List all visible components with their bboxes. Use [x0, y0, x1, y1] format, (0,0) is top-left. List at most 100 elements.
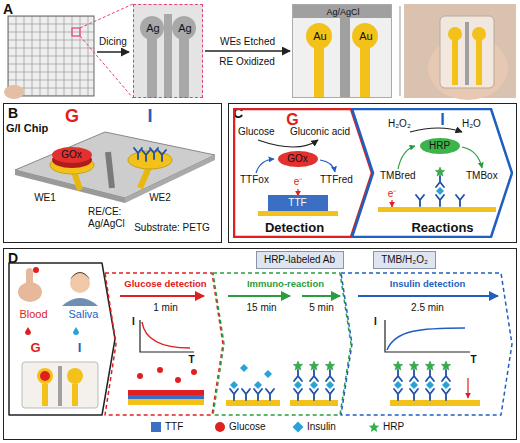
node-text: 15 min [246, 302, 276, 314]
legend-text: TTF [165, 421, 183, 433]
node-text: G [286, 110, 298, 129]
legend-entry: Glucose [214, 421, 266, 433]
node-text: Au [313, 30, 326, 43]
node-text: I [78, 340, 82, 356]
node-text: 1 min [153, 302, 177, 314]
part-label: WE1 [34, 192, 56, 204]
node-text: Ag [146, 22, 159, 35]
species-label: TTFred [320, 174, 353, 186]
step-label: WEs Etched [218, 36, 277, 48]
mediator-layer: TTF [268, 195, 328, 211]
node-text: Ag/AgCl [326, 7, 359, 18]
step-box: Insulin detection 2.5 minI T [340, 272, 513, 416]
chip-drawing: Ag Ag [133, 4, 203, 98]
step-box: Glucose detection1 minIT [104, 272, 224, 416]
sample-icons [18, 267, 98, 408]
enzyme-ellipse: HRP [420, 138, 460, 154]
species-label: H₂O₂ [388, 118, 411, 130]
electron-label: e⁻ [294, 176, 303, 188]
electrode-letter: I [147, 106, 152, 128]
arrow-outline [340, 272, 513, 416]
node-text: B [8, 105, 18, 122]
node-text: I [440, 110, 444, 129]
node-text: HRP-labeled Ab [264, 254, 335, 266]
arrow-outline [212, 272, 352, 416]
arrow-outline-path [213, 273, 351, 415]
immuno-step-drawing [226, 361, 338, 406]
node-text: GOx [61, 149, 82, 161]
enzyme-layer: GOx [52, 147, 92, 163]
legend-entry: TTF [150, 421, 183, 433]
legend-swatch [292, 421, 304, 433]
arrow-outline-path [234, 109, 372, 237]
legend-swatch [214, 421, 226, 433]
arrow-outline-path [341, 273, 512, 415]
arrow-outline-path [105, 273, 223, 415]
chip-3d-drawing [15, 132, 215, 203]
reagent-tag: TMB/H₂O₂ [373, 251, 436, 269]
legend-entry: Insulin [292, 421, 336, 433]
node-text: Glucose detection [124, 278, 206, 289]
process-arrow [205, 50, 290, 52]
species-label: TMBox [466, 170, 498, 182]
node-text: TTF [288, 197, 306, 209]
arrow-outline [8, 262, 116, 416]
panel-letter: A [3, 1, 13, 18]
electron-label: e⁻ [388, 188, 397, 200]
node-text: I [374, 316, 377, 328]
node-text: HRP [429, 140, 450, 152]
legend-swatch [368, 421, 380, 433]
species-label: H₂O [462, 118, 481, 130]
timeline-arrows [120, 296, 498, 297]
glucose-step-drawing [128, 320, 204, 405]
node-text: Au [359, 30, 372, 43]
node-text: G [30, 340, 40, 356]
node-text: Reactions [411, 220, 473, 236]
chip-drawing: Ag/AgClAu Au [292, 4, 392, 98]
legend-entry: HRP [368, 421, 404, 433]
insulin-step-drawing [385, 320, 480, 406]
node-text: 5 min [309, 302, 333, 314]
enzyme-ellipse: GOx [278, 151, 318, 167]
chip-on-finger-photo [404, 4, 516, 100]
arrow-outline [104, 272, 224, 416]
panel-box: D Blood SalivaG I HRP-labeled Ab TMB/H₂O₂ Gluc… [3, 248, 517, 440]
arrow-outline-path [352, 109, 512, 237]
part-label: Substrate: PETG [134, 222, 210, 234]
chip-label: G/I Chip [6, 122, 48, 135]
sample-step: Blood SalivaG I [8, 262, 116, 416]
node-text: Detection [265, 220, 324, 236]
step-box: Immuno-reaction 15 min 5 min [212, 272, 352, 416]
arrow-outline-path [9, 263, 115, 415]
legend-text: Insulin [307, 421, 336, 433]
species-label: Gluconic acid [290, 126, 350, 138]
part-label: RE/CE: Ag/AgCl [88, 206, 136, 230]
silver-chip [133, 4, 203, 98]
node-text: T [470, 354, 476, 366]
node-text: Ag [178, 22, 191, 35]
legend-swatch [150, 421, 162, 433]
separator-line [400, 6, 401, 96]
species-label: TTFox [240, 174, 269, 186]
node-text: Saliva [69, 308, 99, 321]
node-text: GOx [287, 153, 308, 165]
step-label: Dicing [99, 36, 127, 48]
node-text: Blood [19, 308, 47, 321]
node-text: T [188, 354, 194, 366]
reagent-tag: HRP-labeled Ab [256, 251, 344, 269]
node-text: TMB/H₂O₂ [381, 254, 428, 266]
gold-chip [292, 4, 392, 98]
node-text: D [8, 250, 18, 267]
electrode-letter: G [65, 106, 79, 128]
wafer-photo [4, 4, 133, 99]
node-text: 2.5 min [411, 302, 444, 314]
legend-text: Glucose [229, 421, 266, 433]
species-label: TMBred [380, 170, 416, 182]
legend-text: HRP [383, 421, 404, 433]
node-text: Insulin detection [390, 278, 465, 289]
part-label: WE2 [149, 192, 171, 204]
node-text: Immuno-reaction [247, 278, 324, 289]
species-label: Glucose [238, 126, 275, 138]
